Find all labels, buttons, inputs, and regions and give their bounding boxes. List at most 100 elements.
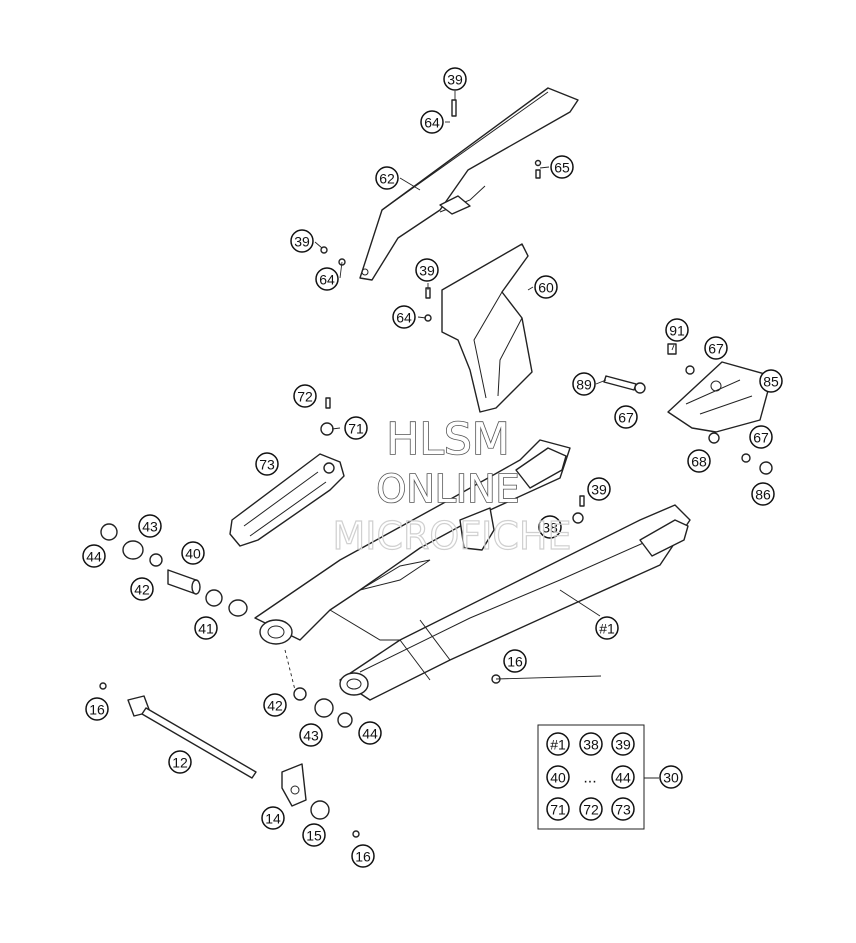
callout-35: 15 <box>302 823 326 847</box>
callout-2-text: 62 <box>379 171 395 187</box>
callout-13-text: 67 <box>618 410 634 426</box>
callout-34: 14 <box>261 806 285 830</box>
chain-slider-part <box>424 243 533 413</box>
callout-30: 42 <box>263 693 287 717</box>
callout-13: 67 <box>614 405 638 429</box>
callout-20-text: 39 <box>591 482 607 498</box>
callout-28: 16 <box>503 649 527 673</box>
kit-item-0-text: #1 <box>550 737 566 753</box>
callout-4-text: 39 <box>294 234 310 250</box>
kit-label: 30 <box>659 765 683 789</box>
callout-19: 73 <box>255 452 279 476</box>
kit-item-1: 38 <box>579 732 603 756</box>
right-bearing-stack <box>284 649 353 728</box>
kit-item-6-text: 72 <box>583 802 599 818</box>
callout-23: 44 <box>82 544 106 568</box>
callout-2: 62 <box>375 166 399 190</box>
kit-label-text: 30 <box>663 770 679 786</box>
kit-item-4: 44 <box>611 765 635 789</box>
callout-33: 12 <box>168 750 192 774</box>
kit-item-6: 72 <box>579 797 603 821</box>
callout-3: 65 <box>550 155 574 179</box>
kit-item-2: 39 <box>611 732 635 756</box>
callout-21: 38 <box>538 515 562 539</box>
callout-15: 68 <box>687 449 711 473</box>
left-bearing-stack <box>100 523 248 617</box>
callout-1: 64 <box>420 110 444 134</box>
callout-30-text: 42 <box>267 698 283 714</box>
callout-23-text: 44 <box>86 549 102 565</box>
callout-16: 86 <box>751 482 775 506</box>
callout-1-text: 64 <box>424 115 440 131</box>
callout-29-text: 16 <box>89 702 105 718</box>
kit-item-1-text: 38 <box>583 737 599 753</box>
callout-7: 60 <box>534 275 558 299</box>
callout-25: 42 <box>130 577 154 601</box>
callout-32-text: 44 <box>362 726 378 742</box>
callout-26: 41 <box>194 616 218 640</box>
callout-25-text: 42 <box>134 582 150 598</box>
callout-27: #1 <box>595 616 619 640</box>
callout-0: 39 <box>443 67 467 91</box>
callout-35-text: 15 <box>306 828 322 844</box>
callout-21-text: 38 <box>542 520 558 536</box>
callout-22: 43 <box>138 514 162 538</box>
callout-11: 89 <box>572 372 596 396</box>
callout-9: 91 <box>665 318 689 342</box>
callout-36: 16 <box>351 844 375 868</box>
kit-item-7: 73 <box>611 797 635 821</box>
swingarm-main-part <box>254 439 691 701</box>
callout-31-text: 43 <box>303 728 319 744</box>
callout-31: 43 <box>299 723 323 747</box>
watermark-line-3: MICROFICHE <box>332 514 571 558</box>
callout-24: 40 <box>181 541 205 565</box>
callout-19-text: 73 <box>259 457 275 473</box>
kit-item-3-text: 40 <box>550 770 566 786</box>
callout-33-text: 12 <box>172 755 188 771</box>
chain-guide-bracket-part <box>229 397 345 547</box>
callout-22-text: 43 <box>142 519 158 535</box>
callout-3-text: 65 <box>554 160 570 176</box>
callout-34-text: 14 <box>265 811 281 827</box>
callout-14: 67 <box>749 425 773 449</box>
callout-9-text: 91 <box>669 323 685 339</box>
callout-32: 44 <box>358 721 382 745</box>
watermark-line-1: HLSM <box>386 414 510 465</box>
callout-6-text: 39 <box>419 263 435 279</box>
callout-10: 67 <box>704 336 728 360</box>
callout-17: 72 <box>293 384 317 408</box>
callout-12-text: 85 <box>763 374 779 390</box>
callout-12: 85 <box>759 369 783 393</box>
callout-6: 39 <box>415 258 439 282</box>
callout-10-text: 67 <box>708 341 724 357</box>
callout-18: 71 <box>344 416 368 440</box>
callout-8: 64 <box>392 305 416 329</box>
kit-item-3: 40 <box>546 765 570 789</box>
kit-item-5: 71 <box>546 797 570 821</box>
callout-29: 16 <box>85 697 109 721</box>
kit-item-2-text: 39 <box>615 737 631 753</box>
kit-item-4-text: 44 <box>615 770 631 786</box>
callout-0-text: 39 <box>447 72 463 88</box>
kit-item-0: #1 <box>546 732 570 756</box>
callout-24-text: 40 <box>185 546 201 562</box>
callout-17-text: 72 <box>297 389 313 405</box>
kit-ellipsis: ... <box>583 770 596 787</box>
chain-guard-upper-part <box>320 87 579 281</box>
callout-11-text: 89 <box>576 377 592 393</box>
callout-7-text: 60 <box>538 280 554 296</box>
callout-5: 64 <box>315 267 339 291</box>
callout-20: 39 <box>587 477 611 501</box>
callout-18-text: 71 <box>348 421 364 437</box>
callout-27-text: #1 <box>599 621 615 637</box>
callout-16-text: 86 <box>755 487 771 503</box>
callout-8-text: 64 <box>396 310 412 326</box>
pivot-bolt-part <box>99 682 360 838</box>
kit-item-7-text: 73 <box>615 802 631 818</box>
callout-14-text: 67 <box>753 430 769 446</box>
callout-28-text: 16 <box>507 654 523 670</box>
watermark-line-2: ONLINE <box>376 467 519 511</box>
callout-36-text: 16 <box>355 849 371 865</box>
